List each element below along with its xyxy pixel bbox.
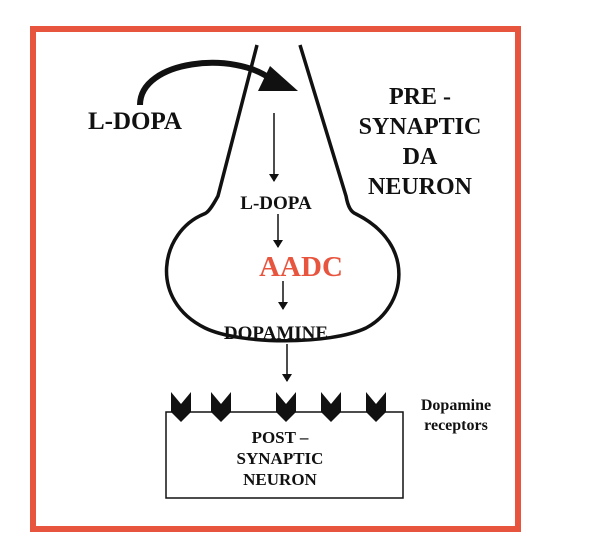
curved-arrowhead-icon <box>258 66 298 91</box>
presynaptic-label-line2: SYNAPTIC <box>359 114 482 140</box>
presynaptic-label-line3: DA <box>403 144 438 170</box>
chevron-receptor-icon <box>276 392 296 422</box>
curved-arrow-icon <box>137 59 274 106</box>
presynaptic-label-line4: NEURON <box>368 174 473 200</box>
postsynaptic-label-line3: NEURON <box>243 470 317 489</box>
postsynaptic-label-line2: SYNAPTIC <box>237 449 324 468</box>
presynaptic-label: PRE - SYNAPTIC DA NEURON <box>359 84 482 200</box>
postsynaptic-label: POST – SYNAPTIC NEURON <box>237 428 324 489</box>
ldopa-inside-label: L-DOPA <box>240 193 312 214</box>
postsynaptic-label-line1: POST – <box>252 428 309 447</box>
presynaptic-label-line1: PRE - <box>389 84 451 110</box>
chevron-receptor-icon <box>171 392 191 422</box>
chevron-receptor-icon <box>211 392 231 422</box>
dopamine-label: DOPAMINE <box>224 323 328 344</box>
outer-frame <box>30 26 521 532</box>
chevron-receptor-icon <box>366 392 386 422</box>
dopamine-receptors <box>171 392 386 422</box>
chevron-receptor-icon <box>321 392 341 422</box>
aadc-enzyme-label: AADC <box>259 251 343 283</box>
presynaptic-neuron-outline <box>164 44 401 343</box>
ldopa-outside-label: L-DOPA <box>88 108 182 135</box>
receptors-label: Dopamine receptors <box>421 397 491 434</box>
receptors-label-line1: Dopamine <box>421 397 491 414</box>
receptors-label-line2: receptors <box>424 417 488 434</box>
